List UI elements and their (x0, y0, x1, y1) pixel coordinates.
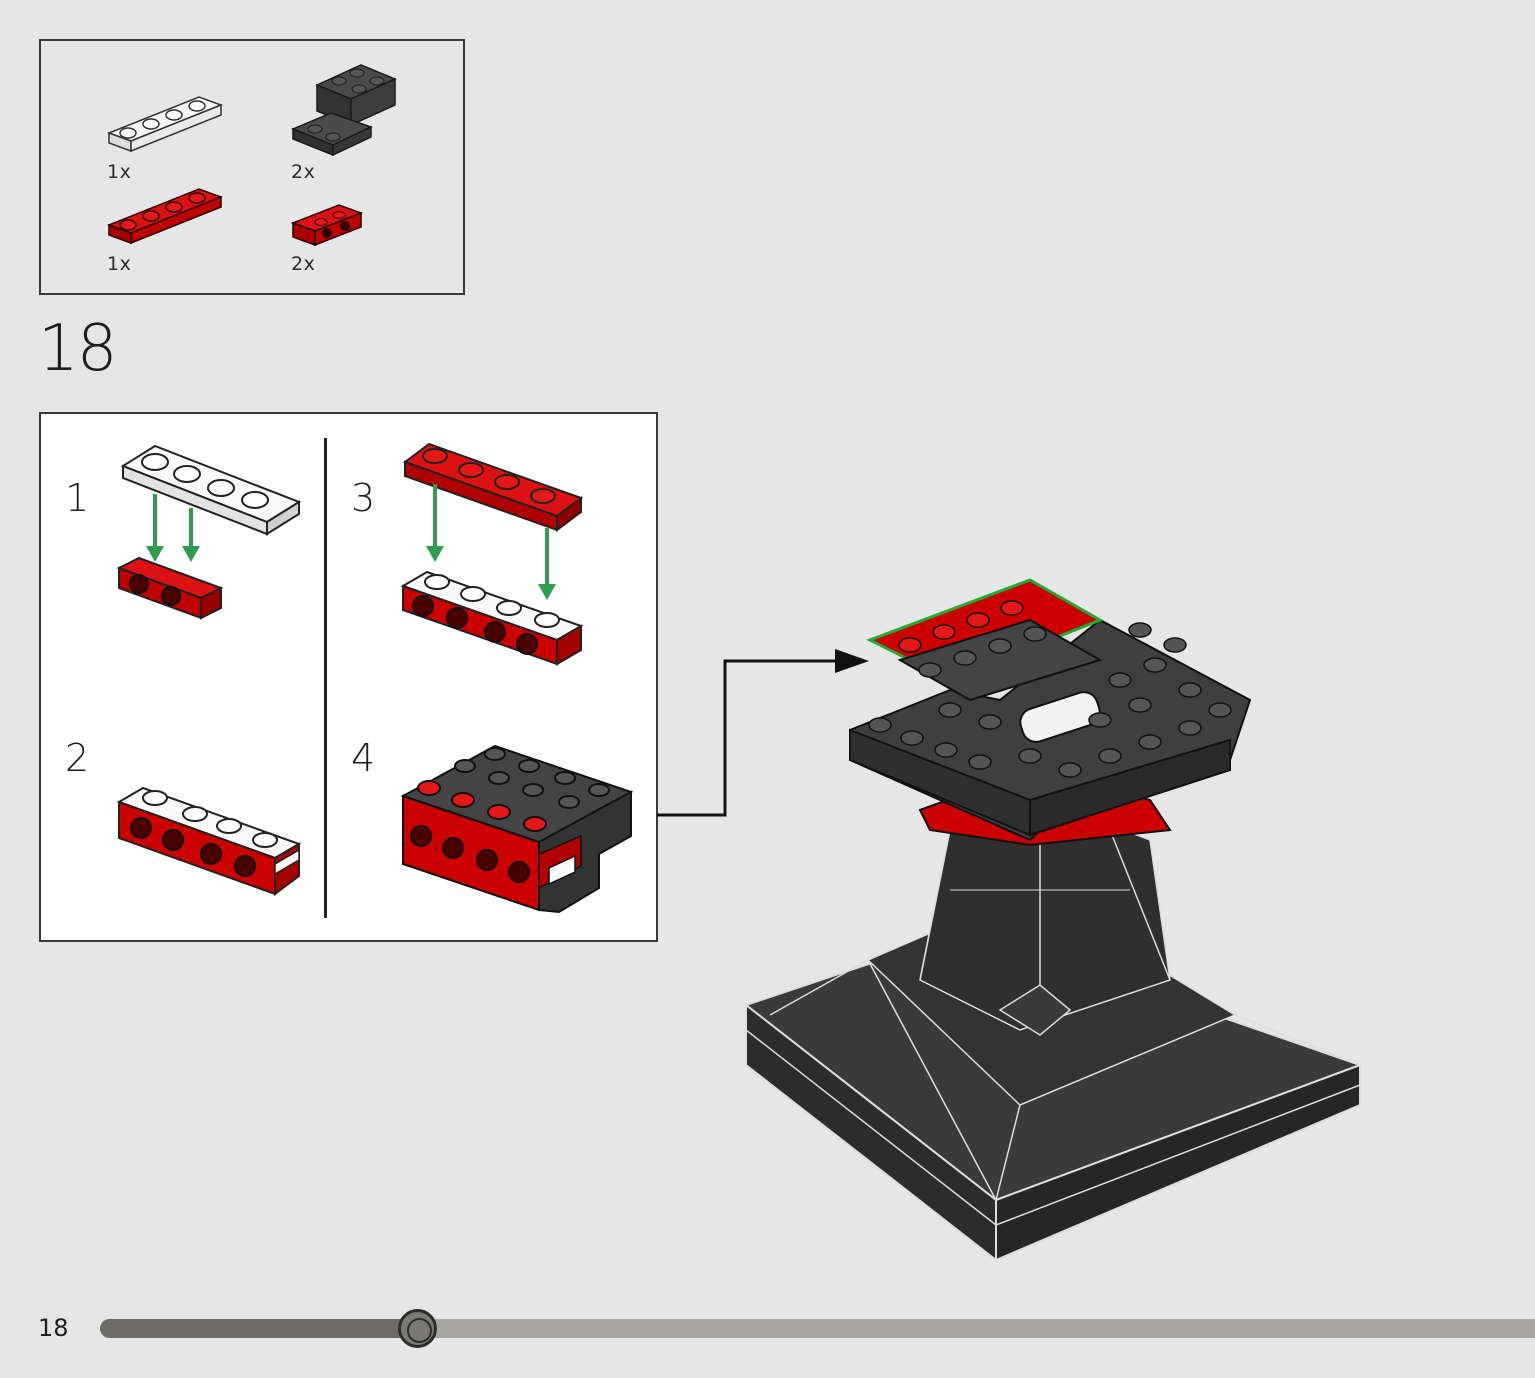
progress-knob[interactable] (398, 1309, 438, 1348)
red-1x2-bracket-icon (291, 204, 364, 247)
sub-step-divider (324, 438, 327, 918)
sub-step-label: 3 (351, 476, 376, 520)
main-model-illustration (743, 578, 1363, 1263)
sub-step-2-illustration (116, 786, 302, 896)
sub-step-label: 4 (351, 736, 376, 780)
part-qty: 1x (107, 161, 132, 183)
sub-step-3-illustration (400, 442, 584, 666)
sub-step-4-illustration (400, 744, 634, 914)
part-qty: 1x (107, 253, 132, 275)
page-number: 18 (38, 1314, 69, 1342)
progress-fill (100, 1319, 418, 1338)
sub-step-label: 1 (65, 476, 90, 520)
green-arrow-icon (146, 494, 200, 562)
sub-step-1-illustration (116, 444, 302, 620)
black-bracket-icon (291, 64, 397, 157)
sub-assembly-box: 1 2 3 4 (39, 412, 658, 942)
step-number: 18 (38, 312, 117, 386)
white-1x4-plate-icon (106, 96, 224, 153)
green-arrow-icon (426, 484, 556, 600)
sub-step-label: 2 (65, 736, 90, 780)
red-1x4-plate-icon (106, 188, 224, 245)
part-qty: 2x (291, 161, 316, 183)
connector-arrow-icon (657, 649, 869, 817)
part-qty: 2x (291, 253, 316, 275)
progress-track (100, 1319, 1535, 1338)
parts-list-box: 1x 2x 1x 2x (39, 39, 465, 295)
